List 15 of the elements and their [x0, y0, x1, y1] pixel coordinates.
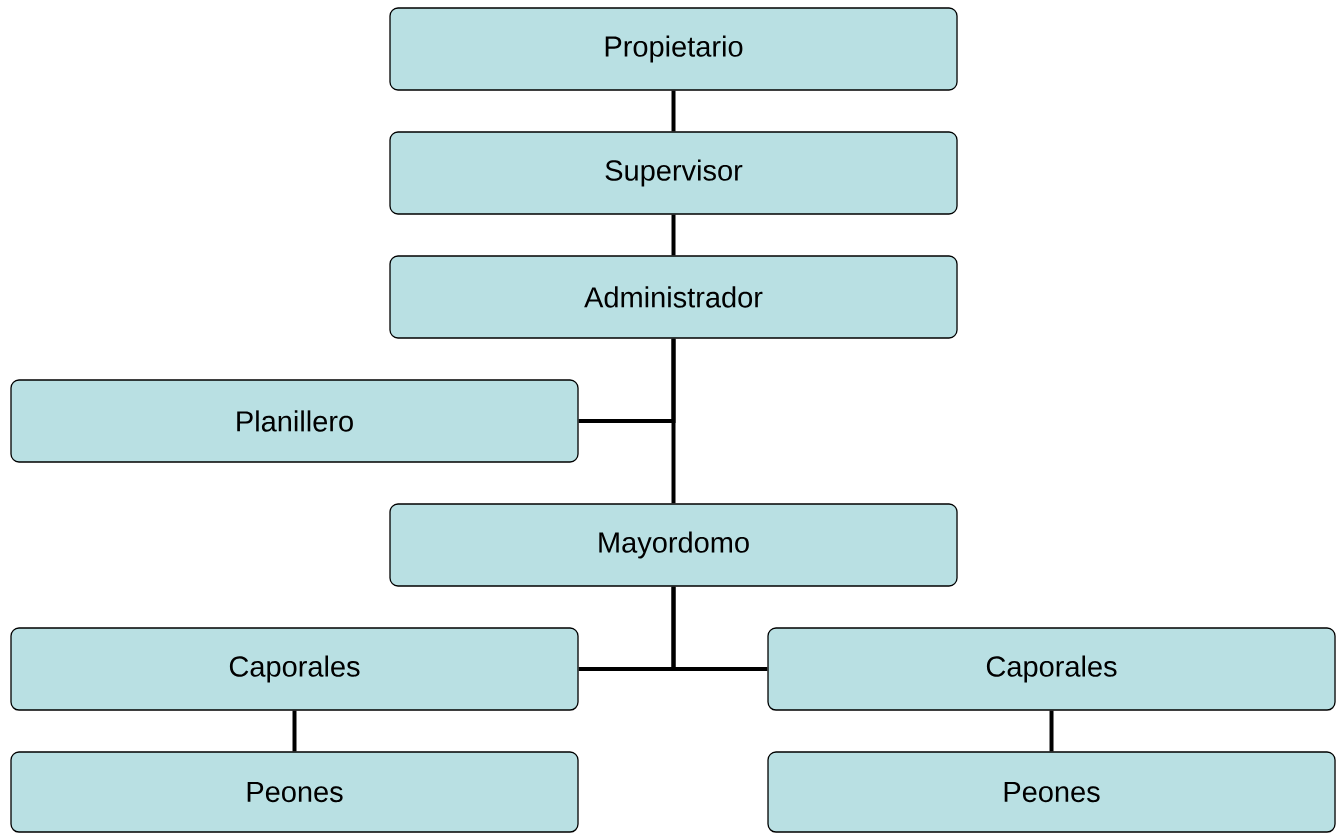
- org-box: Caporales: [767, 627, 1336, 711]
- connector-line: [292, 710, 297, 752]
- connector-line: [671, 90, 676, 132]
- connector-line: [671, 214, 676, 256]
- org-box: Mayordomo: [389, 503, 958, 587]
- connector-line: [1049, 710, 1054, 752]
- connector-line: [578, 338, 676, 423]
- org-box: Propietario: [389, 7, 958, 91]
- org-box: Peones: [10, 751, 579, 833]
- org-box: Planillero: [10, 379, 579, 463]
- org-box: Peones: [767, 751, 1336, 833]
- org-box: Supervisor: [389, 131, 958, 215]
- connector-line: [671, 586, 768, 671]
- org-box: Administrador: [389, 255, 958, 339]
- org-box: Caporales: [10, 627, 579, 711]
